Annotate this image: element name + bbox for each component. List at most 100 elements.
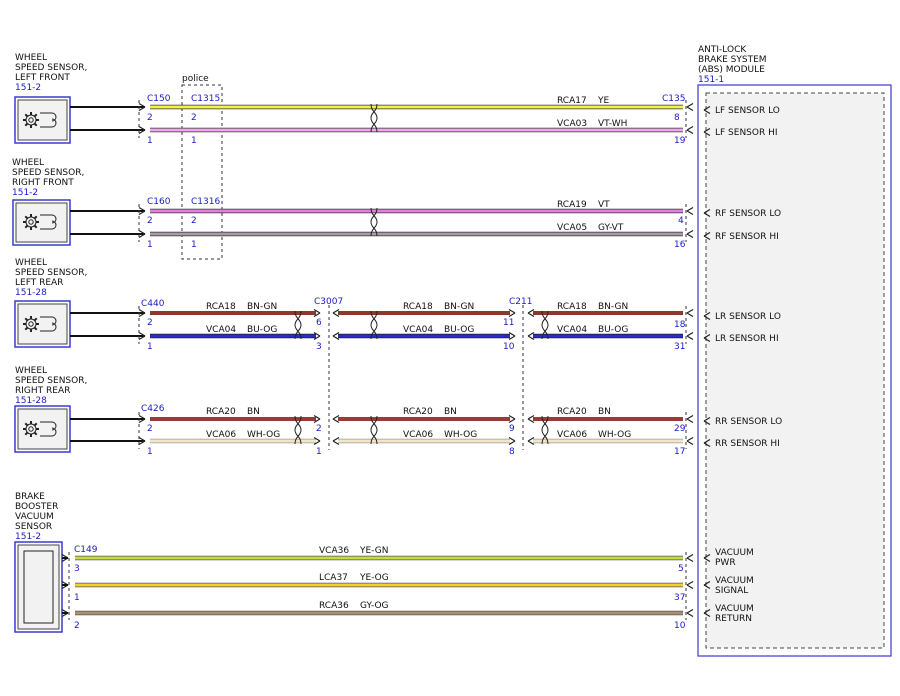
rf-sensor: WHEEL SPEED SENSOR, RIGHT FRONT 151-2 xyxy=(12,158,84,246)
module-pin-label: VACUUM xyxy=(715,604,754,614)
circuit-color: BN xyxy=(444,407,457,417)
module-pin-label: RF SENSOR HI xyxy=(715,232,779,242)
pin-label: 11 xyxy=(503,318,514,328)
circuit-id: RCA36 xyxy=(319,601,349,611)
pin-label: 5 xyxy=(678,564,684,574)
connector-c3007[interactable]: C3007 xyxy=(314,297,343,307)
pin-label: 2 xyxy=(74,621,80,631)
pin-label: 2 xyxy=(147,424,153,434)
module-pin-label: RR SENSOR HI xyxy=(715,439,780,449)
circuit-id: VCA05 xyxy=(557,223,587,233)
connector-c426[interactable]: C426 xyxy=(141,404,165,414)
circuit-id: RCA20 xyxy=(557,407,587,417)
booster-name-1: BRAKE xyxy=(15,492,45,502)
circuit-id: VCA06 xyxy=(206,430,236,440)
pin-label: 2 xyxy=(316,424,322,434)
module-pin-label: RF SENSOR LO xyxy=(715,209,781,219)
lf-name-1: WHEEL xyxy=(15,53,47,63)
rr-sensor: WHEEL SPEED SENSOR, RIGHT REAR 151-28 xyxy=(14,366,87,453)
lr-name-1: WHEEL xyxy=(15,258,47,268)
abs-module-ref[interactable]: 151-1 xyxy=(698,75,724,85)
pin-label: 37 xyxy=(674,593,685,603)
circuit-id: VCA03 xyxy=(557,119,587,129)
circuit-color: GY-OG xyxy=(360,601,389,611)
circuit-id: RCA18 xyxy=(206,302,236,312)
police-label: police xyxy=(182,74,209,84)
pin-label: 2 xyxy=(147,216,153,226)
lr-name-3: LEFT REAR xyxy=(15,278,63,288)
pin-label: 29 xyxy=(674,424,686,434)
lr-ref[interactable]: 151-28 xyxy=(15,288,47,298)
pin-label: 2 xyxy=(191,113,197,123)
module-pin-label: LF SENSOR HI xyxy=(715,128,778,138)
pin-label: 18 xyxy=(674,320,686,330)
pin-label: 16 xyxy=(674,240,686,250)
circuit-color: BN-GN xyxy=(444,302,474,312)
lf-ref[interactable]: 151-2 xyxy=(15,83,41,93)
brake-booster-sensor: BRAKE BOOSTER VACUUM SENSOR 151-2 xyxy=(14,492,63,633)
pin-label: 17 xyxy=(674,447,685,457)
connector-c160[interactable]: C160 xyxy=(147,197,171,207)
pin-label: 9 xyxy=(509,424,515,434)
connector-c150[interactable]: C150 xyxy=(147,94,171,104)
lf-name-2: SPEED SENSOR, xyxy=(15,63,87,73)
pin-label: 1 xyxy=(147,447,153,457)
booster-ref[interactable]: 151-2 xyxy=(15,532,41,542)
circuit-id: RCA17 xyxy=(557,96,587,106)
pin-label: 4 xyxy=(678,216,684,226)
pin-label: 19 xyxy=(674,136,686,146)
module-pin-label: RR SENSOR LO xyxy=(715,417,782,427)
booster-name-3: VACUUM xyxy=(15,512,54,522)
connector-c149[interactable]: C149 xyxy=(74,545,98,555)
circuit-color: GY-VT xyxy=(598,223,624,233)
module-pin-label: LF SENSOR LO xyxy=(715,106,780,116)
circuit-id: LCA37 xyxy=(319,573,348,583)
pin-label: 2 xyxy=(147,113,153,123)
circuit-color: BU-OG xyxy=(444,325,474,335)
abs-module-name-2: BRAKE SYSTEM xyxy=(698,55,767,65)
rr-name-3: RIGHT REAR xyxy=(15,386,70,396)
circuit-id: VCA04 xyxy=(403,325,433,335)
rf-ref[interactable]: 151-2 xyxy=(12,188,38,198)
circuit-color: BU-OG xyxy=(598,325,628,335)
module-pin-label: VACUUM xyxy=(715,548,754,558)
circuit-color: VT-WH xyxy=(598,119,627,129)
rf-name-3: RIGHT FRONT xyxy=(12,178,74,188)
module-pin-label: SIGNAL xyxy=(715,586,748,596)
module-pin-label: LR SENSOR LO xyxy=(715,312,781,322)
circuit-id: RCA20 xyxy=(206,407,236,417)
circuit-color: BN xyxy=(598,407,611,417)
rf-name-2: SPEED SENSOR, xyxy=(12,168,84,178)
connector-c440[interactable]: C440 xyxy=(141,299,165,309)
lf-sensor: WHEEL SPEED SENSOR, LEFT FRONT 151-2 xyxy=(14,53,87,144)
pin-label: 3 xyxy=(74,564,80,574)
circuit-color: YE-OG xyxy=(359,573,389,583)
circuit-id: VCA36 xyxy=(319,546,349,556)
circuit-color: WH-OG xyxy=(444,430,477,440)
circuit-id: VCA06 xyxy=(557,430,587,440)
circuit-id: VCA06 xyxy=(403,430,433,440)
abs-module-inner xyxy=(705,92,885,649)
pin-label: 2 xyxy=(147,318,153,328)
circuit-color: WH-OG xyxy=(598,430,631,440)
pin-label: 10 xyxy=(674,621,686,631)
rr-name-2: SPEED SENSOR, xyxy=(15,376,87,386)
connector-c211[interactable]: C211 xyxy=(509,297,532,307)
connector-c1315[interactable]: C1315 xyxy=(191,94,220,104)
circuit-color: WH-OG xyxy=(247,430,280,440)
pin-label: 6 xyxy=(316,318,322,328)
circuit-color: BU-OG xyxy=(247,325,277,335)
lf-name-3: LEFT FRONT xyxy=(15,73,70,83)
pin-label: 1 xyxy=(191,136,197,146)
pin-label: 10 xyxy=(503,342,515,352)
rr-ref[interactable]: 151-28 xyxy=(15,396,47,406)
lr-name-2: SPEED SENSOR, xyxy=(15,268,87,278)
pin-label: 1 xyxy=(191,240,197,250)
pin-label: 1 xyxy=(147,342,153,352)
module-pin-label: VACUUM xyxy=(715,576,754,586)
booster-name-4: SENSOR xyxy=(15,522,52,532)
pin-label: 31 xyxy=(674,342,685,352)
connector-c1316[interactable]: C1316 xyxy=(191,197,220,207)
connector-c135[interactable]: C135 xyxy=(662,94,685,104)
